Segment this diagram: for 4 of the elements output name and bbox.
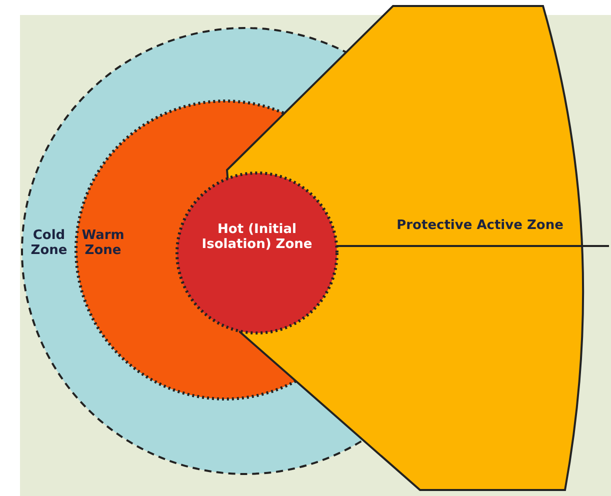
zone-label: Cold Zone: [26, 228, 72, 258]
zone-label: Warm Zone: [78, 228, 128, 258]
zone-label: Hot (Initial Isolation) Zone: [190, 222, 324, 252]
zone-label: Protective Active Zone: [365, 218, 595, 233]
